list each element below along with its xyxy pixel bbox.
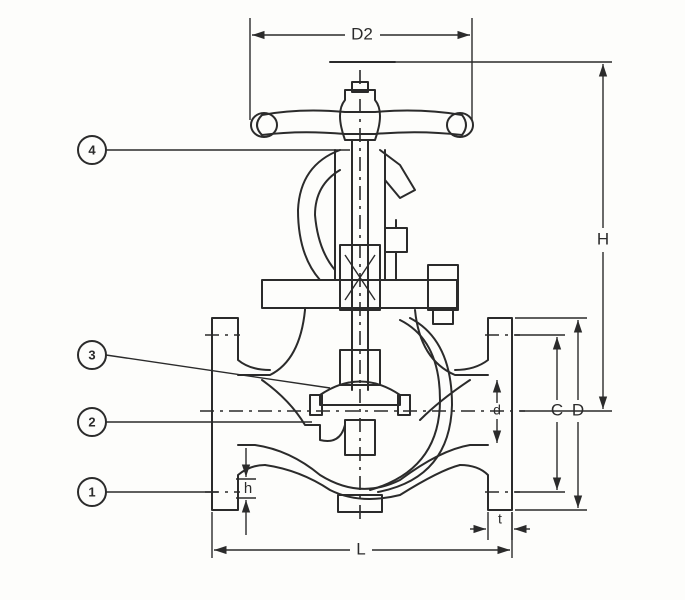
label-d2: D2 xyxy=(351,24,373,43)
callout-4: 4 xyxy=(77,135,350,165)
label-d-outer: D xyxy=(572,400,584,419)
label-l: L xyxy=(356,539,365,558)
bonnet-yoke xyxy=(261,149,459,325)
callout-3: 3 xyxy=(77,340,331,389)
svg-text:2: 2 xyxy=(88,414,95,429)
dimension-d: D xyxy=(515,317,587,511)
label-t: t xyxy=(498,511,502,527)
label-h-flange: h xyxy=(244,480,252,497)
dimension-d2: D2 xyxy=(249,18,473,120)
callout-2: 2 xyxy=(77,407,312,437)
valve-body xyxy=(205,307,520,513)
svg-text:1: 1 xyxy=(88,484,95,499)
callout-1: 1 xyxy=(77,477,218,507)
dimension-c: C xyxy=(515,334,565,493)
dimension-l: L xyxy=(211,512,513,558)
dimension-t: t xyxy=(470,511,530,540)
label-d-bore: d xyxy=(493,402,501,418)
svg-text:4: 4 xyxy=(88,142,96,157)
handwheel xyxy=(250,61,474,141)
label-h-height: H xyxy=(597,229,609,248)
label-c: C xyxy=(551,400,563,419)
dimension-d-bore: d xyxy=(492,380,502,443)
dimension-h: H xyxy=(395,61,612,412)
svg-text:3: 3 xyxy=(88,347,95,362)
dimension-h-flange: h xyxy=(236,448,256,535)
